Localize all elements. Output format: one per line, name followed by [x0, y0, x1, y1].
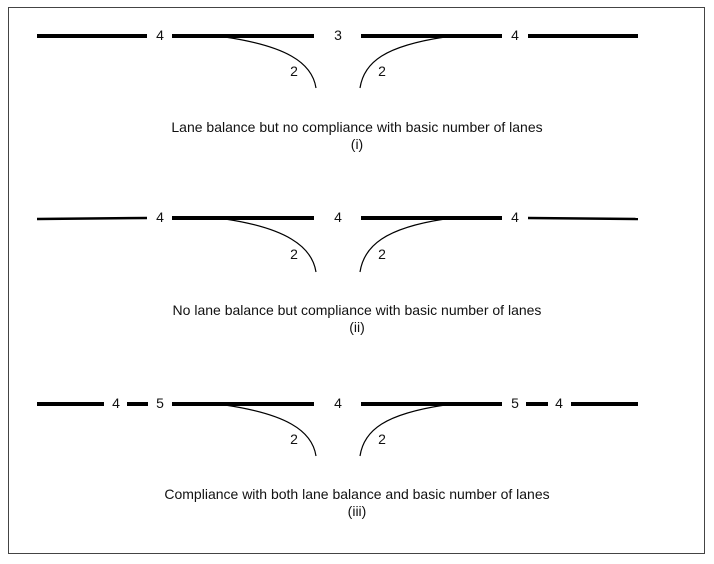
panel-ii-numeral: (ii)	[349, 319, 365, 335]
panel-iii-entry-ramp	[359, 404, 446, 457]
panel-ii-caption-text: No lane balance but compliance with basi…	[172, 302, 542, 318]
panel-ii-roadway: 4 4 4 2 2	[36, 209, 639, 273]
panel-iii-label-right: 5	[511, 395, 519, 411]
panel-ii-label-entry: 2	[378, 246, 386, 262]
panel-ii-exit-ramp	[224, 218, 317, 273]
panel-i-entry-ramp	[359, 36, 446, 89]
panel-iii-caption: Compliance with both lane balance and ba…	[0, 486, 714, 520]
panel-iii-exit-ramp	[224, 404, 317, 457]
panel-iii-label-left: 5	[156, 395, 164, 411]
panel-ii-label-middle: 4	[334, 209, 342, 225]
panel-iii-caption-text: Compliance with both lane balance and ba…	[164, 486, 550, 502]
panel-ii-caption: No lane balance but compliance with basi…	[0, 302, 714, 336]
panel-iii-label-entry: 2	[378, 431, 386, 447]
panel-iii-label-far-right: 4	[555, 395, 563, 411]
panel-ii-main-right	[527, 216, 639, 221]
panel-i-numeral: (i)	[350, 136, 364, 152]
panel-iii-label-middle: 4	[334, 395, 342, 411]
panel-i-label-left: 4	[156, 27, 164, 43]
panel-i-label-middle: 3	[334, 27, 342, 43]
panel-iii-label-far-left: 4	[112, 395, 120, 411]
figure-frame	[8, 7, 705, 554]
panel-ii-label-left: 4	[156, 209, 164, 225]
panel-iii-label-exit: 2	[290, 431, 298, 447]
panel-i-label-entry: 2	[378, 63, 386, 79]
panel-i-caption-text: Lane balance but no compliance with basi…	[171, 119, 543, 135]
panel-ii-label-exit: 2	[290, 246, 298, 262]
panel-iii-roadway: 4 5 4 5 4 2 2	[37, 395, 638, 457]
panel-i-roadway: 4 3 4 2 2	[37, 27, 638, 89]
panel-iii-numeral: (iii)	[347, 503, 367, 519]
panel-i-caption: Lane balance but no compliance with basi…	[0, 119, 714, 153]
panel-ii-entry-ramp	[359, 218, 446, 273]
panel-i-exit-ramp	[224, 36, 317, 89]
panel-ii-label-right: 4	[511, 209, 519, 225]
panel-i-label-exit: 2	[290, 63, 298, 79]
panel-i-label-right: 4	[511, 27, 519, 43]
panel-ii-main-left	[36, 216, 148, 221]
